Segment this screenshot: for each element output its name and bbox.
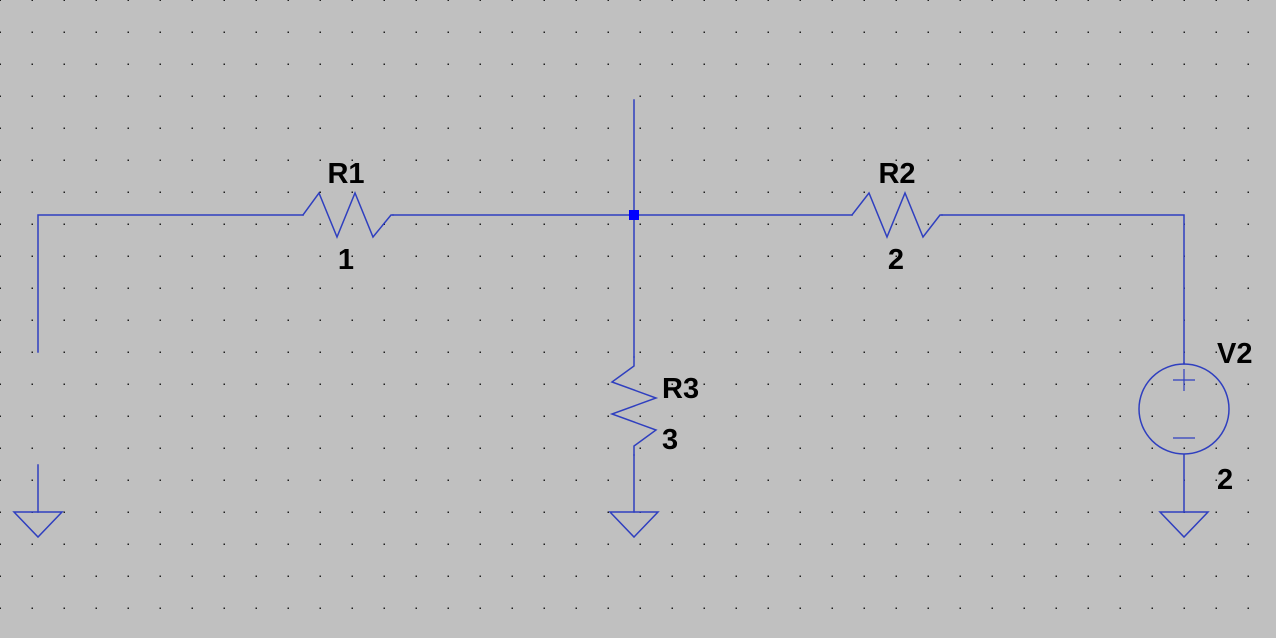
v2-body [1138, 363, 1230, 455]
wire-r2-to-v2[interactable] [941, 214, 1185, 364]
ground-v2-icon[interactable] [1158, 511, 1210, 539]
resistor-r3-zigzag [609, 356, 659, 456]
ground-left-icon[interactable] [12, 464, 64, 539]
r3-name-label: R3 [662, 373, 699, 405]
r1-name-label: R1 [327, 158, 364, 190]
resistor-r1-zigzag [301, 191, 394, 239]
v2-name-label: V2 [1217, 338, 1252, 370]
plus-icon [1173, 369, 1195, 391]
ground-r3-icon[interactable] [608, 511, 660, 539]
resistor-r3[interactable] [609, 356, 659, 456]
r2-value-label: 2 [888, 244, 904, 276]
junction-node[interactable] [629, 210, 639, 220]
resistor-r2-zigzag [850, 191, 943, 239]
r3-value-label: 3 [662, 424, 678, 456]
voltage-source-v2[interactable] [1138, 362, 1230, 455]
r2-name-label: R2 [878, 158, 915, 190]
v2-value-label: 2 [1217, 464, 1233, 496]
wire-left-to-r1[interactable] [37, 214, 304, 353]
r1-value-label: 1 [338, 244, 354, 276]
resistor-r2[interactable] [850, 191, 943, 239]
resistor-r1[interactable] [301, 191, 394, 239]
